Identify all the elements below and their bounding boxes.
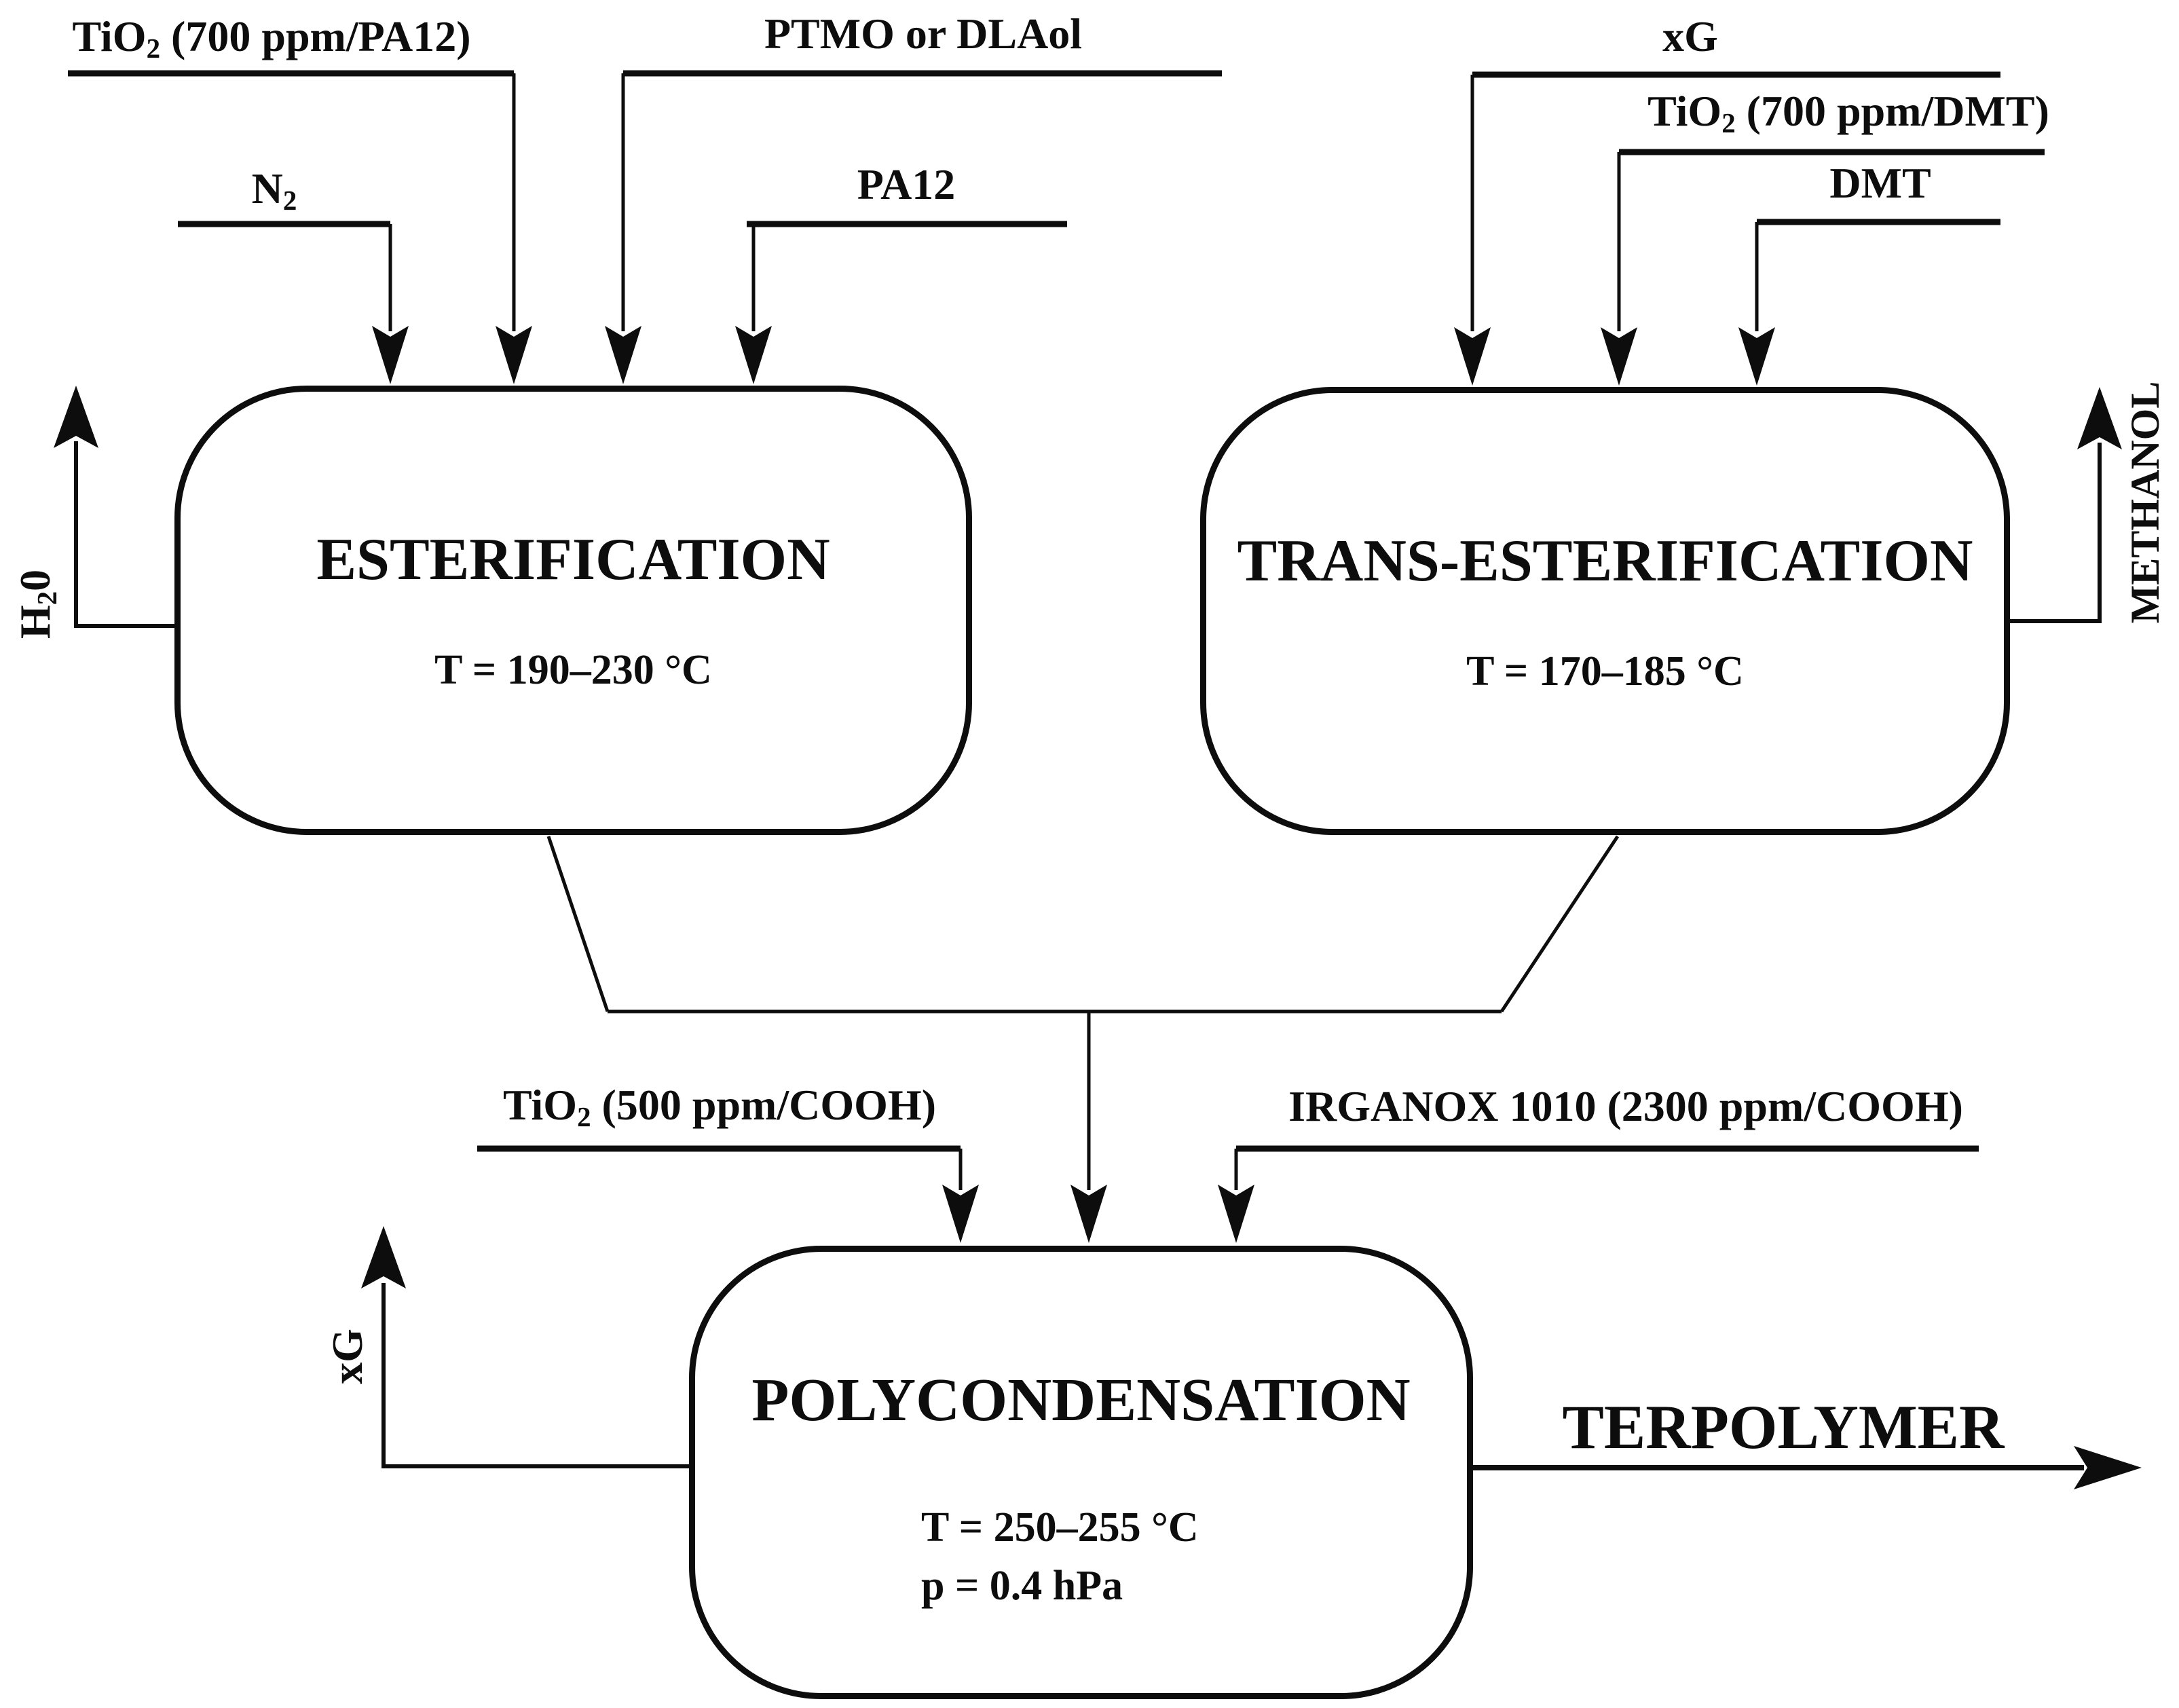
label-text: TiO bbox=[72, 12, 147, 60]
label-subscript: 2 bbox=[1721, 107, 1736, 138]
output-label-xg-recycle: xG bbox=[323, 1329, 371, 1384]
polycondensation-pressure: p = 0.4 hPa bbox=[921, 1562, 1123, 1609]
polycondensation-stage-box: POLYCONDENSATION T = 250–255 °C p = 0.4 … bbox=[689, 1246, 1473, 1699]
terpolymer-arrowhead-icon bbox=[2074, 1446, 2142, 1489]
trans-esterification-temperature: T = 170–185 °C bbox=[1466, 648, 1744, 694]
pa12-arrowhead-icon bbox=[735, 326, 772, 384]
input-label-tio2-dmt: TiO2 (700 ppm/DMT) bbox=[1647, 87, 2049, 137]
input-label-tio2-pa12: TiO2 (700 ppm/PA12) bbox=[72, 12, 471, 62]
label-subscript: 2 bbox=[146, 32, 161, 64]
label-text: N bbox=[251, 164, 283, 212]
esterification-stage-box: ESTERIFICATION T = 190–230 °C bbox=[174, 386, 972, 835]
xg-recycle-connector bbox=[381, 1283, 689, 1468]
h2o-connector bbox=[74, 441, 174, 628]
esterification-temperature: T = 190–230 °C bbox=[434, 647, 712, 693]
h2o-arrowhead-icon bbox=[54, 386, 98, 448]
polycondensation-conditions: T = 250–255 °C p = 0.4 hPa bbox=[921, 1499, 1199, 1615]
label-text: TiO bbox=[502, 1081, 578, 1129]
tio2-dmt-arrowhead-icon bbox=[1601, 327, 1637, 386]
merge-connector bbox=[546, 835, 1620, 1190]
input-label-tio2-cooh: TiO2 (500 ppm/COOH) bbox=[502, 1081, 937, 1131]
label-text: H bbox=[11, 605, 59, 639]
irganox-arrowhead-icon bbox=[1218, 1185, 1254, 1243]
esterification-title: ESTERIFICATION bbox=[316, 527, 830, 593]
label-text: TiO bbox=[1647, 87, 1722, 135]
label-subscript: 2 bbox=[282, 184, 297, 216]
label-text: (700 ppm/PA12) bbox=[160, 12, 471, 60]
label-text: (700 ppm/DMT) bbox=[1735, 87, 2049, 135]
output-label-methanol: METHANOL bbox=[2123, 381, 2167, 624]
label-subscript: 2 bbox=[577, 1100, 591, 1132]
polycondensation-temperature: T = 250–255 °C bbox=[921, 1504, 1199, 1551]
output-label-terpolymer: TERPOLYMER bbox=[1562, 1392, 2005, 1462]
input-label-dmt: DMT bbox=[1829, 159, 1931, 207]
input-label-pa12: PA12 bbox=[857, 160, 956, 208]
label-subscript: 2 bbox=[31, 591, 62, 606]
input-label-irganox-1010: IRGANOX 1010 (2300 ppm/COOH) bbox=[1288, 1082, 1963, 1130]
output-label-h2o: H20 bbox=[11, 569, 62, 639]
input-label-n2: N2 bbox=[251, 164, 297, 215]
trans-esterification-stage-box: TRANS-ESTERIFICATION T = 170–185 °C bbox=[1200, 387, 2010, 835]
dmt-arrowhead-icon bbox=[1738, 327, 1775, 386]
label-text: (500 ppm/COOH) bbox=[591, 1081, 937, 1129]
xg-recycle-arrowhead-icon bbox=[361, 1226, 406, 1288]
tio2-cooh-arrowhead-icon bbox=[942, 1185, 979, 1243]
input-label-xg: xG bbox=[1662, 12, 1718, 60]
n2-arrowhead-icon bbox=[372, 326, 409, 384]
input-label-ptmo-or-dlaol: PTMO or DLAol bbox=[764, 10, 1083, 58]
trans-esterification-title: TRANS-ESTERIFICATION bbox=[1237, 528, 1973, 594]
esterification-out-diagonal bbox=[546, 836, 610, 1012]
label-text: 0 bbox=[11, 569, 59, 591]
tio2-pa12-arrowhead-icon bbox=[496, 326, 532, 384]
ptmo-arrowhead-icon bbox=[605, 326, 641, 384]
xg-arrowhead-icon bbox=[1454, 327, 1491, 386]
methanol-arrowhead-icon bbox=[2077, 387, 2122, 449]
merge-arrowhead-icon bbox=[1070, 1185, 1107, 1243]
trans-esterification-out-diagonal bbox=[1500, 835, 1620, 1013]
polycondensation-title: POLYCONDENSATION bbox=[751, 1367, 1411, 1434]
methanol-connector bbox=[2010, 443, 2102, 623]
